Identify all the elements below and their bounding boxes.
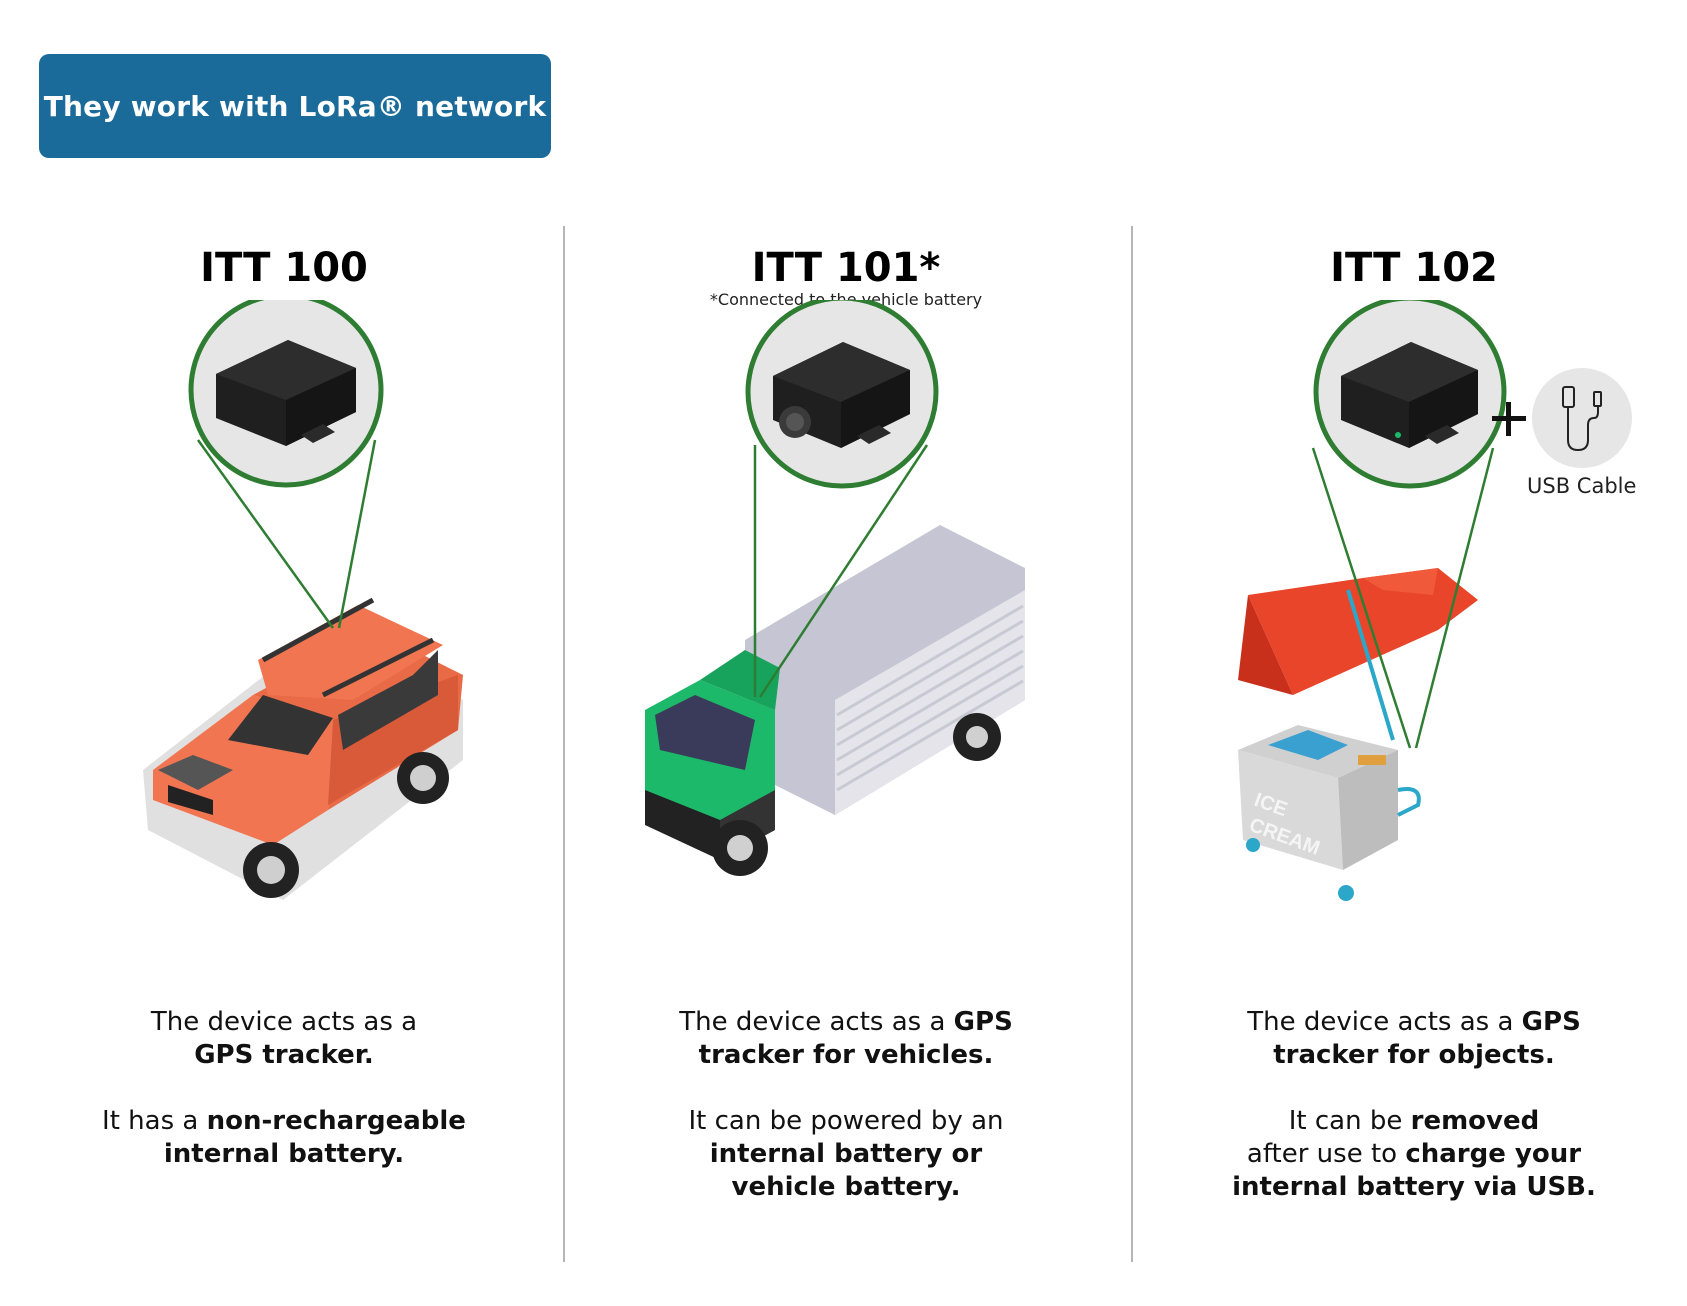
itt-100-illustration	[3, 292, 565, 940]
tracker-device-icon	[1341, 342, 1478, 448]
itt-102-illustration: ICE CREAM	[1133, 295, 1687, 940]
column-itt-101: ITT 101* *Connected to the vehicle batte…	[565, 0, 1127, 1306]
device-title: ITT 102	[1330, 245, 1498, 291]
tracker-device-icon	[773, 342, 910, 448]
plus-icon	[1492, 402, 1526, 436]
device-description: The device acts as a GPS tracker for obj…	[1232, 1007, 1596, 1202]
column-itt-100: ITT 100	[3, 0, 565, 1306]
suv-car-icon	[143, 597, 463, 900]
network-badge: They work with LoRa® network	[39, 54, 551, 158]
tracker-device-icon	[216, 340, 356, 446]
usb-cable-label: USB Cable	[1527, 474, 1637, 498]
device-title: ITT 100	[200, 245, 368, 291]
column-itt-102: ITT 102 ICE CREAM	[1133, 0, 1687, 1306]
column-divider-1	[563, 226, 565, 1262]
column-divider-2	[1131, 226, 1133, 1262]
itt-101-illustration	[565, 295, 1127, 940]
device-description: The device acts as a GPS tracker for veh…	[679, 1007, 1013, 1202]
device-title: ITT 101*	[751, 245, 941, 291]
ice-cream-cart-icon: ICE CREAM	[1238, 568, 1478, 901]
truck-icon	[645, 525, 1025, 876]
usb-cable-icon	[1532, 368, 1632, 468]
device-description: The device acts as a GPS tracker. It has…	[102, 1007, 466, 1169]
